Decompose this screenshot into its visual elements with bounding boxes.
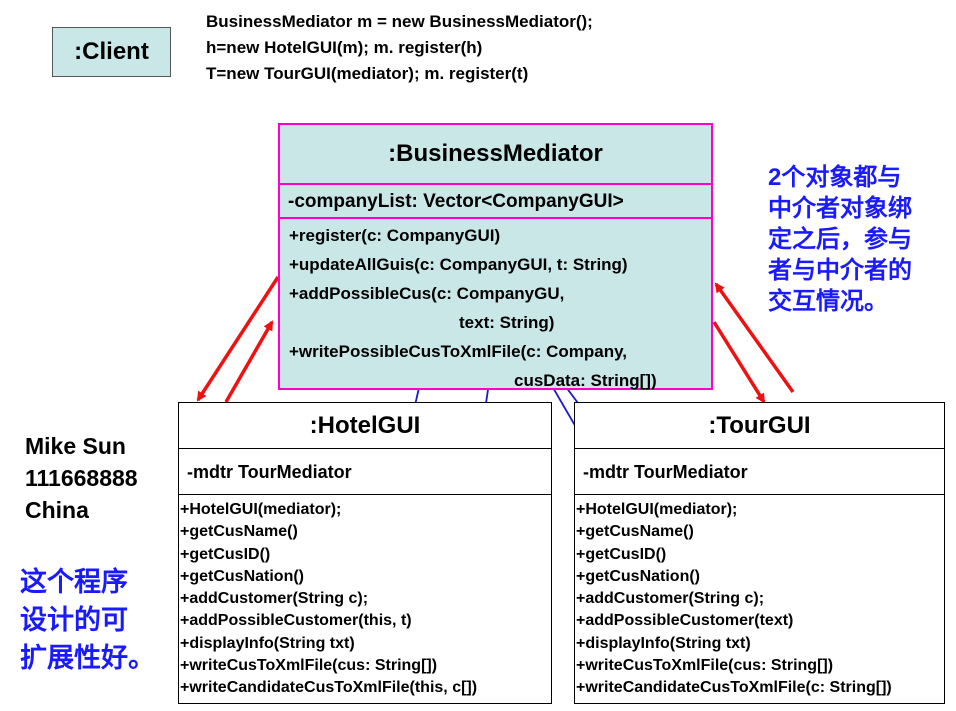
- tour-gui-operation: +getCusNation(): [576, 567, 700, 585]
- note-line: 定之后，参与: [768, 226, 912, 253]
- hotel-gui-operations: +HotelGUI(mediator); +getCusName() +getC…: [180, 499, 477, 700]
- note-line: 扩展性好。: [20, 643, 155, 673]
- note-line: 中介者对象绑: [768, 195, 912, 222]
- hotel-gui-operation: +addPossibleCustomer(this, t): [180, 612, 412, 630]
- tour-gui-operation: +getCusName(): [576, 523, 694, 541]
- business-mediator-operation: +writePossibleCusToXmlFile(c: Company,: [289, 342, 628, 361]
- tour-gui-operation: +writeCusToXmlFile(cus: String[]): [576, 657, 834, 675]
- tour-gui-class: :TourGUI -mdtr TourMediator +HotelGUI(me…: [574, 402, 945, 704]
- tour-gui-operation: +writeCandidateCusToXmlFile(c: String[]): [576, 679, 892, 697]
- tour-gui-operation: +displayInfo(String txt): [576, 634, 751, 652]
- red-arrow-mediator-to-tour: [712, 321, 766, 404]
- business-mediator-operation: +addPossibleCus(c: CompanyGU,: [289, 284, 565, 303]
- business-mediator-operation: cusData: String[]): [514, 371, 657, 390]
- author-id: 111668888: [25, 465, 138, 491]
- hotel-gui-operation: +writeCusToXmlFile(cus: String[]): [180, 657, 438, 675]
- tour-gui-operation: +addCustomer(String c);: [576, 590, 765, 608]
- author-name: Mike Sun: [25, 433, 126, 459]
- hotel-gui-title: :HotelGUI: [179, 403, 551, 449]
- hotel-gui-class: :HotelGUI -mdtr TourMediator +HotelGUI(m…: [178, 402, 552, 704]
- hotel-gui-operation: +getCusNation(): [180, 567, 304, 585]
- client-label: :Client: [74, 38, 149, 65]
- hotel-gui-attribute: -mdtr TourMediator: [179, 449, 551, 495]
- interaction-note: 2个对象都与 中介者对象绑 定之后，参与 者与中介者的 交互情况。: [768, 162, 912, 317]
- hotel-gui-operation: +getCusName(): [180, 523, 298, 541]
- tour-gui-operation: +getCusID(): [576, 545, 667, 563]
- code-line: h=new HotelGUI(m); m. register(h): [206, 38, 483, 57]
- author-info: Mike Sun 111668888 China: [25, 430, 138, 526]
- note-line: 者与中介者的: [768, 257, 912, 284]
- business-mediator-class: :BusinessMediator -companyList: Vector<C…: [278, 123, 713, 390]
- author-country: China: [25, 497, 89, 523]
- hotel-gui-operation: +HotelGUI(mediator);: [180, 501, 342, 518]
- tour-gui-operation: +addPossibleCustomer(text): [576, 612, 794, 630]
- client-code-block: BusinessMediator m = new BusinessMediato…: [206, 9, 593, 87]
- business-mediator-operation: +updateAllGuis(c: CompanyGUI, t: String): [289, 255, 628, 274]
- business-mediator-title: :BusinessMediator: [388, 140, 603, 167]
- note-line: 2个对象都与: [768, 164, 902, 191]
- red-arrow-tour-to-mediator: [714, 282, 795, 394]
- client-object-box: :Client: [52, 27, 171, 77]
- hotel-gui-operation: +displayInfo(String txt): [180, 634, 355, 652]
- note-line: 设计的可: [20, 605, 128, 635]
- extensibility-note: 这个程序 设计的可 扩展性好。: [20, 563, 155, 677]
- red-arrow-mediator-to-hotel: [196, 276, 280, 402]
- note-line: 交互情况。: [768, 288, 888, 315]
- code-line: BusinessMediator m = new BusinessMediato…: [206, 12, 593, 31]
- code-line: T=new TourGUI(mediator); m. register(t): [206, 64, 529, 83]
- hotel-gui-operation: +addCustomer(String c);: [180, 590, 369, 608]
- tour-gui-operation: +HotelGUI(mediator);: [576, 501, 738, 518]
- tour-gui-title: :TourGUI: [575, 403, 944, 449]
- tour-gui-attribute: -mdtr TourMediator: [575, 449, 944, 495]
- business-mediator-operation: +register(c: CompanyGUI): [289, 226, 501, 245]
- note-line: 这个程序: [20, 567, 128, 597]
- tour-gui-operations: +HotelGUI(mediator); +getCusName() +getC…: [576, 499, 892, 700]
- business-mediator-attribute: -companyList: Vector<CompanyGUI>: [280, 183, 711, 219]
- hotel-gui-operation: +writeCandidateCusToXmlFile(this, c[]): [180, 679, 478, 697]
- hotel-gui-operation: +getCusID(): [180, 545, 271, 563]
- business-mediator-operation: text: String): [459, 313, 555, 332]
- red-arrow-hotel-to-mediator: [224, 320, 274, 403]
